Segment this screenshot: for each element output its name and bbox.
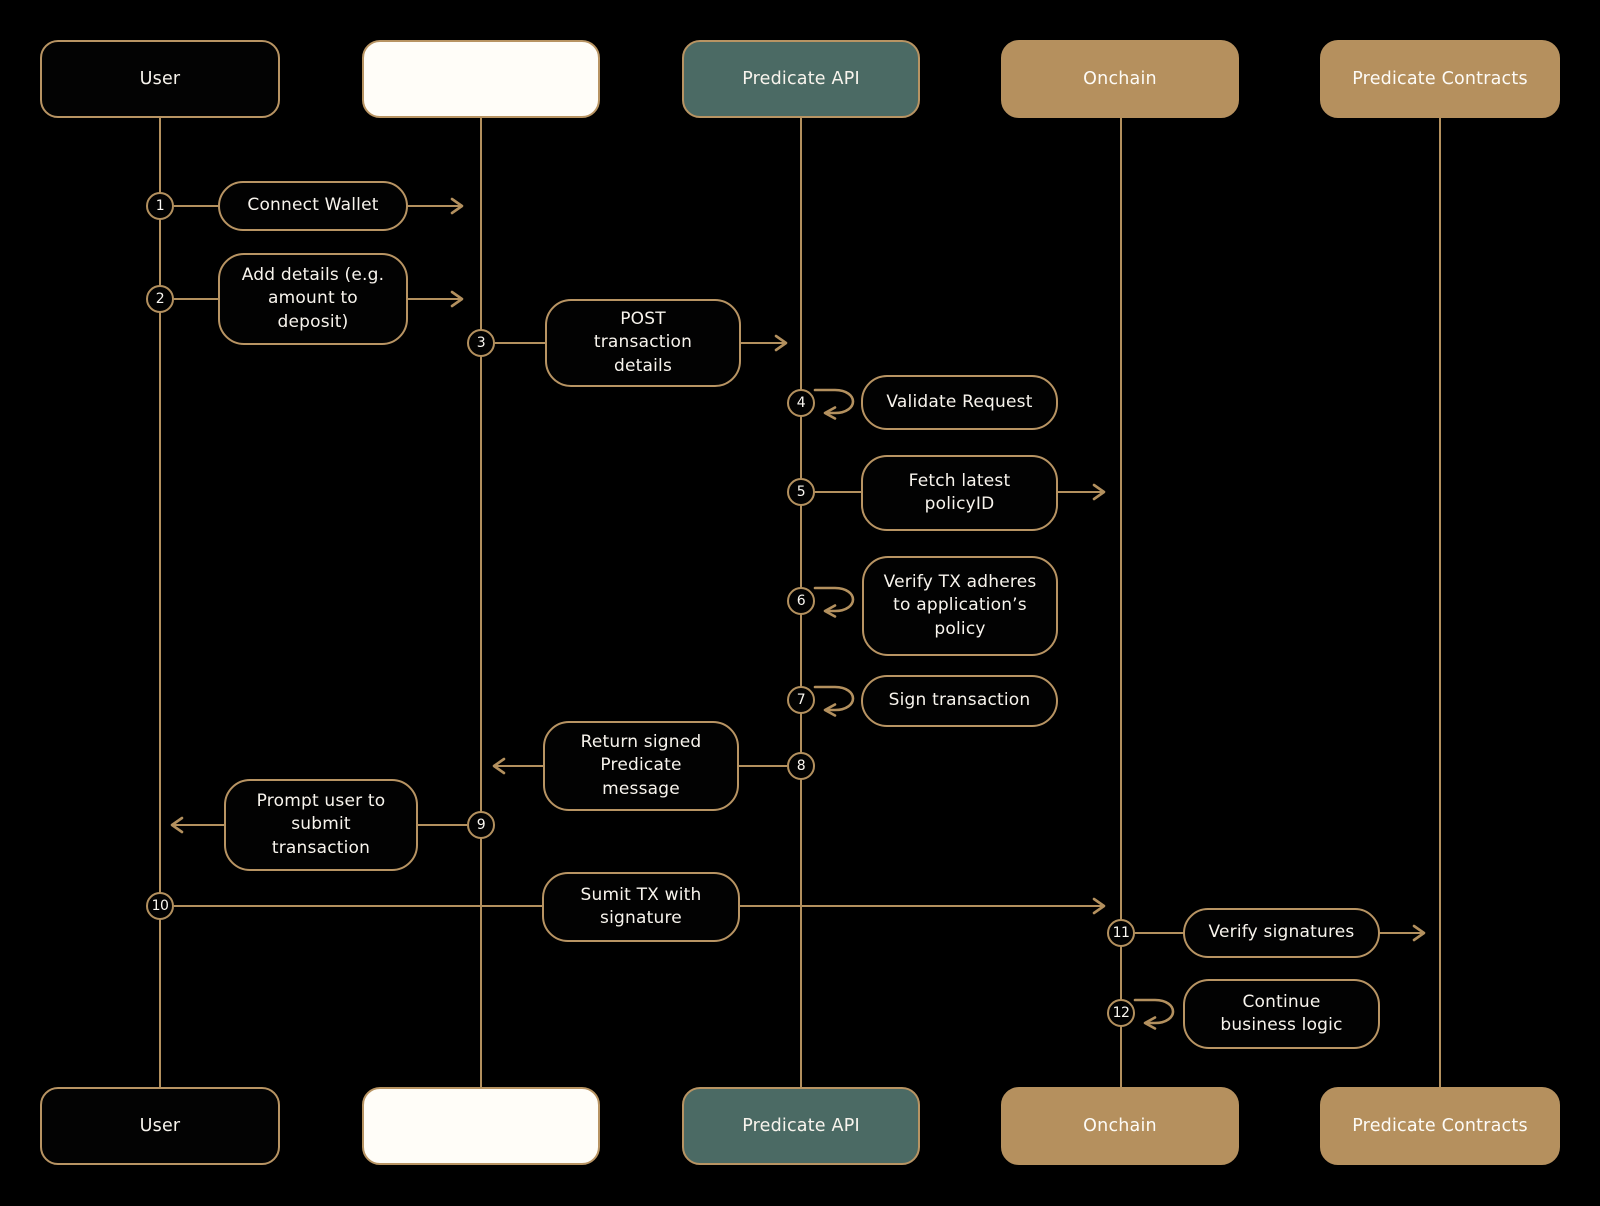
- step-9-label: Prompt user to submit transaction: [256, 790, 386, 858]
- step-11-number: 11: [1112, 925, 1130, 941]
- step-3-number: 3: [476, 335, 486, 351]
- step-6-label: Verify TX adheres to application’s polic…: [883, 571, 1037, 639]
- step-1-number: 1: [155, 198, 165, 214]
- lifeline-user: [159, 118, 161, 1087]
- step-7-number: 7: [796, 692, 806, 708]
- step-8-number: 8: [796, 758, 806, 774]
- step-10-label-box: Sumit TX with signature: [542, 872, 740, 942]
- actor-label-predicate-contracts: Predicate Contracts: [1352, 1116, 1528, 1136]
- step-4-number: 4: [796, 395, 806, 411]
- step-12-number: 12: [1112, 1005, 1130, 1021]
- step-12-number-badge: 12: [1107, 999, 1135, 1027]
- step-6-label-box: Verify TX adheres to application’s polic…: [862, 556, 1058, 656]
- step-12-label: Continue business logic: [1220, 991, 1343, 1035]
- actor-label-onchain: Onchain: [1083, 1116, 1157, 1136]
- actor-label-predicate-api: Predicate API: [742, 69, 860, 89]
- step-5-arrowhead-icon: [1092, 483, 1106, 501]
- step-4-self-loop-arrow-icon: [813, 388, 855, 420]
- step-9-number-badge: 9: [467, 811, 495, 839]
- step-10-number-badge: 10: [146, 892, 174, 920]
- step-9-label-box: Prompt user to submit transaction: [224, 779, 418, 871]
- step-7-self-loop-arrow-icon: [813, 685, 855, 717]
- actor-label-onchain: Onchain: [1083, 69, 1157, 89]
- step-2-label: Add details (e.g. amount to deposit): [241, 264, 385, 332]
- lifeline-app: [480, 118, 482, 1087]
- actor-label-predicate-contracts: Predicate Contracts: [1352, 69, 1528, 89]
- actor-label-predicate-api: Predicate API: [742, 1116, 860, 1136]
- step-3-label: POST transaction details: [593, 308, 693, 376]
- step-7-number-badge: 7: [787, 686, 815, 714]
- lifeline-onchain: [1120, 118, 1122, 1087]
- step-8-label-box: Return signed Predicate message: [543, 721, 739, 811]
- step-5-number: 5: [796, 484, 806, 500]
- actor-box-onchain-top: Onchain: [1001, 40, 1239, 118]
- step-3-label-box: POST transaction details: [545, 299, 741, 387]
- step-6-self-loop-arrow-icon: [813, 586, 855, 618]
- step-9-arrowhead-icon: [170, 816, 184, 834]
- step-12-label-box: Continue business logic: [1183, 979, 1380, 1049]
- step-11-label-box: Verify signatures: [1183, 908, 1380, 958]
- step-7-label: Sign transaction: [888, 690, 1031, 711]
- step-2-arrowhead-icon: [450, 290, 464, 308]
- step-4-label-box: Validate Request: [861, 375, 1058, 430]
- step-11-number-badge: 11: [1107, 919, 1135, 947]
- step-1-arrowhead-icon: [450, 197, 464, 215]
- actor-box-predicate-contracts-top: Predicate Contracts: [1320, 40, 1560, 118]
- step-5-label: Fetch latest policyID: [908, 470, 1011, 514]
- step-2-number: 2: [155, 291, 165, 307]
- step-1-label-box: Connect Wallet: [218, 181, 408, 231]
- step-8-label: Return signed Predicate message: [580, 731, 702, 799]
- step-10-number: 10: [151, 898, 169, 914]
- actor-box-app-top: [362, 40, 600, 118]
- step-5-number-badge: 5: [787, 478, 815, 506]
- actor-box-predicate-api-bottom: Predicate API: [682, 1087, 920, 1165]
- step-1-label: Connect Wallet: [247, 195, 379, 216]
- step-6-number-badge: 6: [787, 587, 815, 615]
- actor-box-user-top: User: [40, 40, 280, 118]
- actor-box-app-bottom: [362, 1087, 600, 1165]
- actor-box-predicate-api-top: Predicate API: [682, 40, 920, 118]
- step-2-label-box: Add details (e.g. amount to deposit): [218, 253, 408, 345]
- step-12-self-loop-arrow-icon: [1133, 998, 1175, 1030]
- actor-box-onchain-bottom: Onchain: [1001, 1087, 1239, 1165]
- step-1-number-badge: 1: [146, 192, 174, 220]
- step-7-label-box: Sign transaction: [861, 675, 1058, 727]
- step-4-number-badge: 4: [787, 389, 815, 417]
- actor-box-user-bottom: User: [40, 1087, 280, 1165]
- step-8-number-badge: 8: [787, 752, 815, 780]
- step-5-label-box: Fetch latest policyID: [861, 455, 1058, 531]
- step-4-label: Validate Request: [886, 391, 1033, 412]
- step-10-arrowhead-icon: [1092, 897, 1106, 915]
- step-10-label: Sumit TX with signature: [580, 884, 702, 928]
- step-2-number-badge: 2: [146, 285, 174, 313]
- step-9-number: 9: [476, 817, 486, 833]
- actor-label-user: User: [139, 69, 181, 89]
- step-3-arrowhead-icon: [774, 334, 788, 352]
- step-8-arrowhead-icon: [492, 757, 506, 775]
- step-6-number: 6: [796, 593, 806, 609]
- actor-label-user: User: [139, 1116, 181, 1136]
- lifeline-predicate-contracts: [1439, 118, 1441, 1087]
- actor-box-predicate-contracts-bottom: Predicate Contracts: [1320, 1087, 1560, 1165]
- step-11-label: Verify signatures: [1208, 922, 1355, 943]
- step-11-arrowhead-icon: [1412, 924, 1426, 942]
- step-3-number-badge: 3: [467, 329, 495, 357]
